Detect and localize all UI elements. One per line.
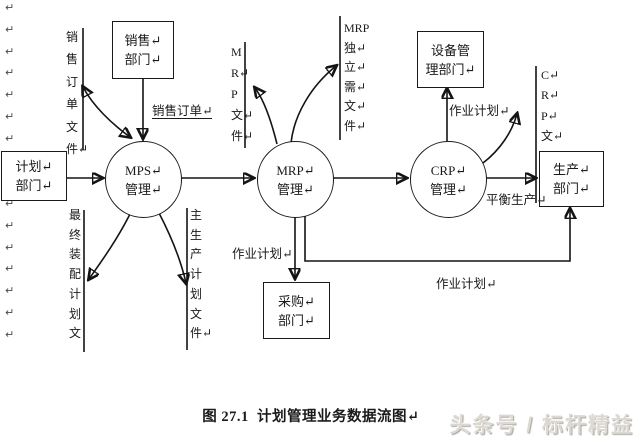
arrow-mrp-to-mrp-file: [255, 88, 278, 145]
sales-order-flow-text: 销售订单↵: [152, 104, 213, 119]
mrp-independent-file-label: MRP 独↵ 立↵ 需↵ 文↵ 件↵: [344, 21, 370, 133]
arrow-mps-to-master-plan-file: [158, 212, 186, 283]
figure-caption: 图 27.1 计划管理业务数据流图↵: [202, 409, 420, 425]
watermark: 头条号 / 标杆精益: [449, 414, 634, 437]
crp-file-label: C↵ R↵ P↵ 文↵: [541, 68, 564, 143]
paragraph-marks-top: ↵ ↵ ↵ ↵ ↵ ↵ ↵: [5, 1, 15, 145]
paragraph-marks-bottom: ↵ ↵ ↵ ↵ ↵ ↵ ↵: [5, 197, 15, 341]
equipment-dept-box: 设备管 理部门↵: [417, 31, 484, 88]
mrp-process-circle: MRP↵ 管理↵: [257, 141, 334, 218]
arrow-mrp-to-production-jobplan: [304, 209, 570, 262]
mrp-file-label: M R↵ P 文↵ 件↵: [231, 45, 254, 143]
arrow-crp-to-crp-file: [482, 114, 517, 164]
arrow-mrp-to-independent-file: [290, 66, 336, 144]
sales-dept-box: 销售↵ 部门↵: [112, 21, 174, 79]
arrow-mps-salesorderfile-bidirectional: [83, 87, 130, 137]
final-assembly-file-label: 最 终 装 配 计 划 文: [69, 208, 82, 341]
job-plan-purchasing-label: 作业计划↵: [232, 247, 293, 261]
crp-process-circle: CRP↵ 管理↵: [410, 141, 487, 218]
sales-order-flow-label: 销售订单↵: [152, 100, 213, 119]
balanced-production-label: 平衡生产↵: [486, 193, 547, 207]
production-dept-box: 生产↵ 部门↵: [539, 151, 604, 207]
job-plan-production-label: 作业计划↵: [436, 277, 497, 291]
planning-dept-box: 计划↵ 部门↵: [1, 151, 67, 201]
master-plan-file-label: 主 生 产 计 划 文 件↵: [190, 208, 213, 341]
mps-process-circle: MPS↵ 管理↵: [105, 141, 182, 218]
sales-order-file-label: 销 售 订 单 文 件↵: [66, 30, 89, 157]
arrow-mps-to-final-assembly-file: [89, 213, 131, 279]
purchasing-dept-box: 采购↵ 部门↵: [263, 282, 330, 339]
job-plan-equipment-label: 作业计划↵: [449, 104, 510, 118]
